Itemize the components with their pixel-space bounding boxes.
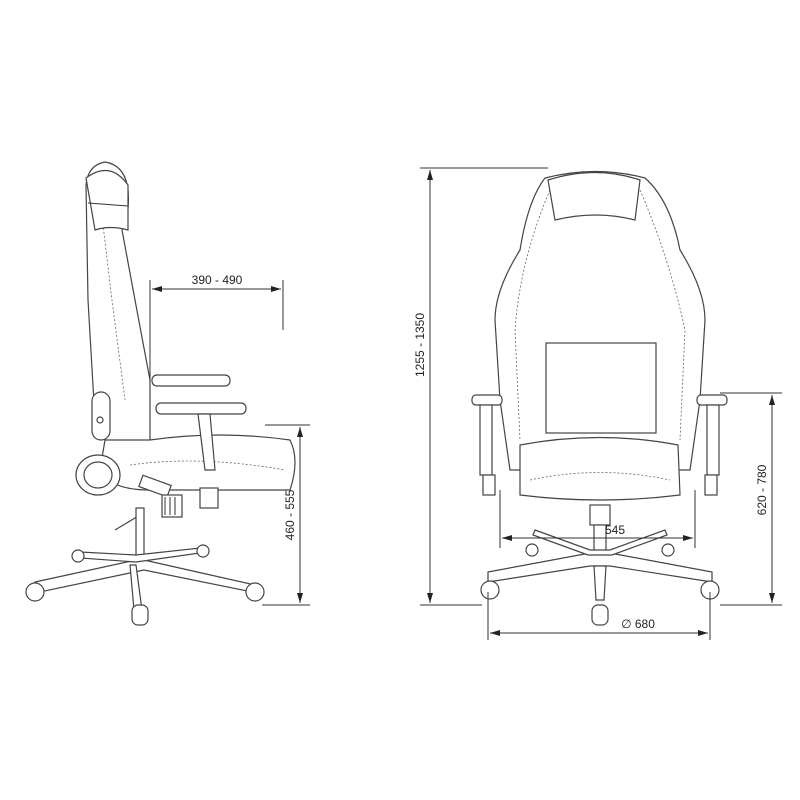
side-view-chair [25,161,296,626]
dimension-armrest-height: 620 - 780 [720,392,782,606]
total-height-label: 1255 - 1350 [413,313,427,377]
dimension-base-diameter: ∅ 680 [487,592,711,640]
dimension-total-height: 1255 - 1350 [413,167,548,606]
armrest-height-label: 620 - 780 [755,464,769,515]
seat-depth-label: 390 - 490 [192,273,243,287]
seat-height-label: 460 - 555 [283,489,297,540]
front-view-chair [471,170,728,626]
dimension-seat-height: 460 - 555 [262,424,310,606]
dimension-seat-width: 545 [499,490,696,548]
dimension-seat-depth: 390 - 490 [149,273,284,380]
seat-width-label: 545 [605,523,625,537]
base-diameter-label: ∅ 680 [621,617,655,631]
